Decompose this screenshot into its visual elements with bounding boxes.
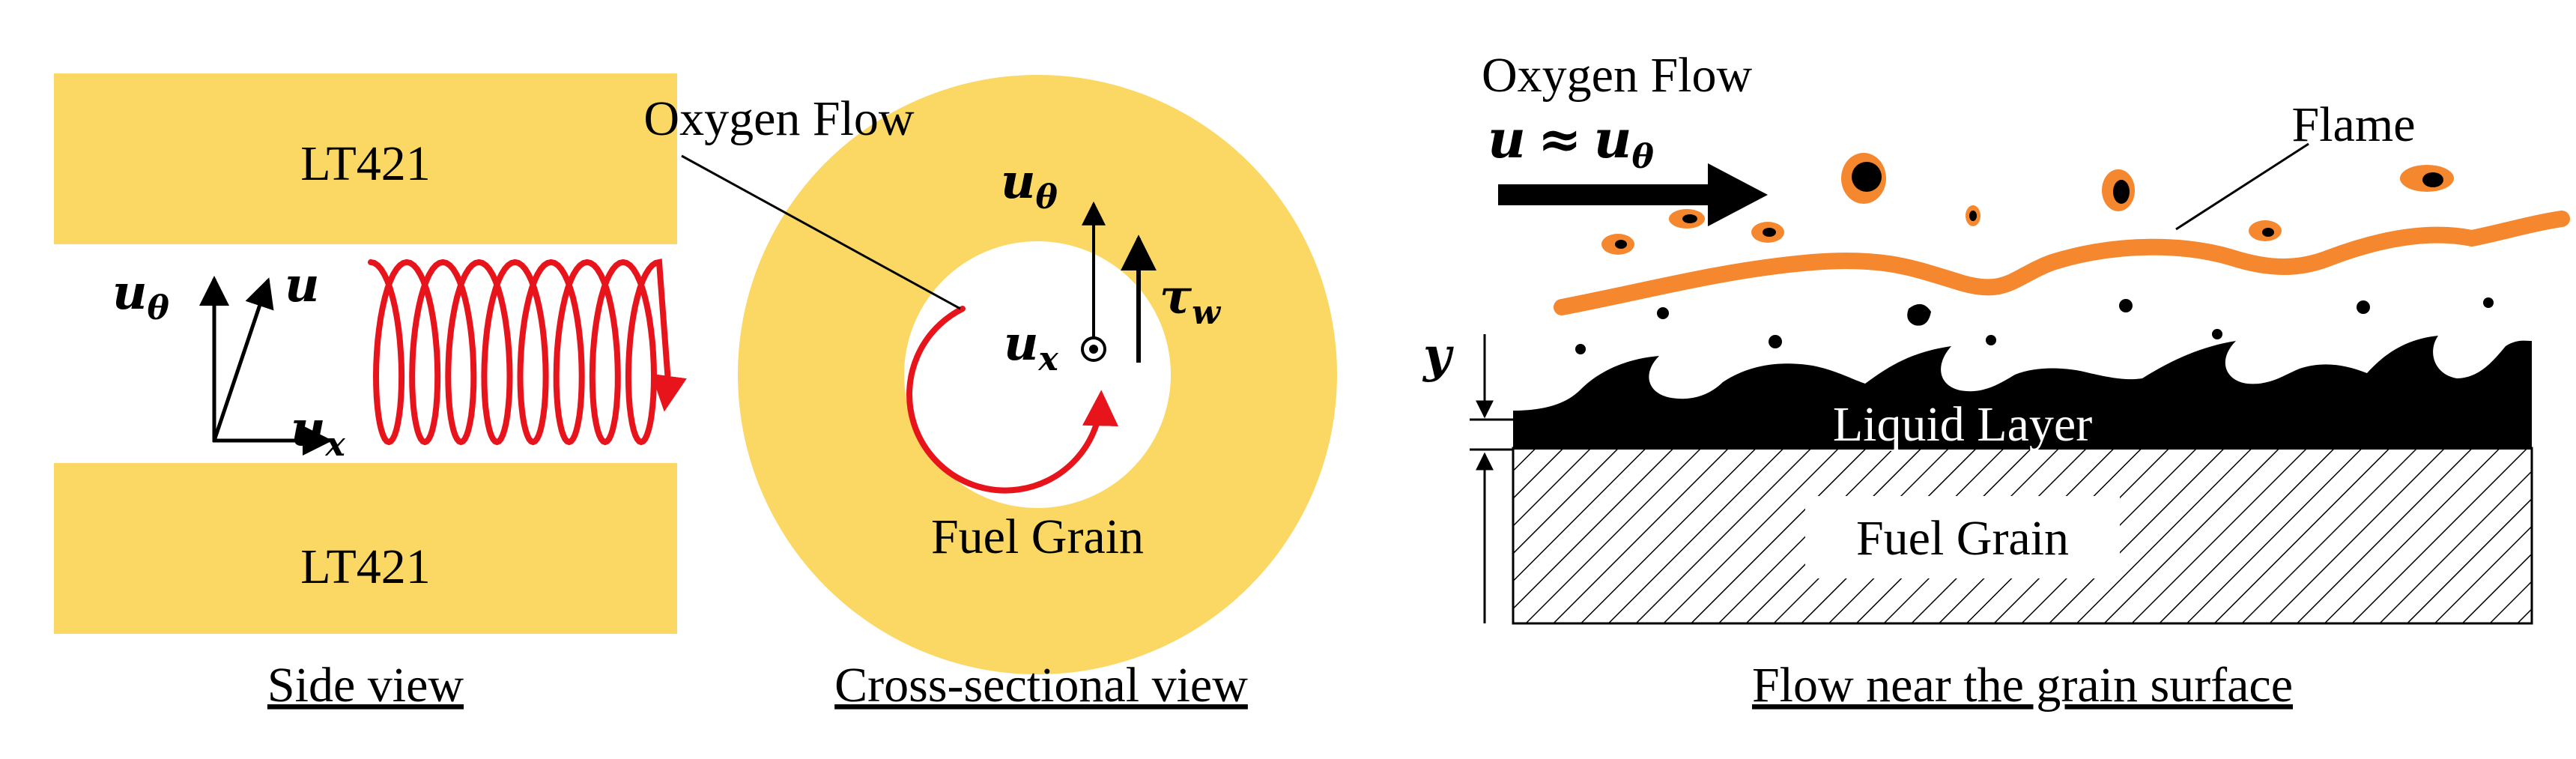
- lt421-top-label: LT421: [300, 136, 431, 191]
- flame-label: Flame: [2292, 97, 2416, 152]
- side-view-panel: LT421 LT421 uθ u ux Side view: [54, 73, 687, 713]
- cross-fuel-grain-label: Fuel Grain: [931, 509, 1144, 564]
- u-approx-u-theta: u≈uθ: [1488, 108, 1654, 176]
- cross-section-caption: Cross-sectional view: [834, 658, 1248, 713]
- black-droplets: [1575, 297, 2494, 354]
- surface-oxygen-flow-label: Oxygen Flow: [1482, 48, 1753, 103]
- u-x-out-of-page-dot: [1089, 345, 1098, 354]
- surface-flow-caption: Flow near the grain surface: [1752, 658, 2293, 713]
- port-bore: [904, 241, 1171, 508]
- swirl-helix: [368, 258, 687, 446]
- velocity-vectors: [199, 276, 333, 456]
- cross-u-theta-symbol: uθ: [1001, 154, 1058, 217]
- flame-leader: [2175, 142, 2309, 231]
- lt421-bottom-label: LT421: [300, 539, 431, 594]
- lt421-top-block: [54, 73, 677, 244]
- flame-front: [1554, 211, 2570, 315]
- fuel-grain-label-box: [1805, 496, 2120, 578]
- cross-section-panel: Oxygen Flow uθ τw ux Fuel Grain Cross-se…: [643, 75, 1337, 713]
- liquid-layer: [1513, 336, 2532, 450]
- lt421-bottom-block: [54, 463, 677, 634]
- burning-droplets: [1601, 153, 2454, 255]
- cross-oxygen-flow-label: Oxygen Flow: [643, 91, 915, 146]
- u-symbol: u: [285, 257, 320, 313]
- u-x-symbol: ux: [291, 401, 346, 464]
- surface-fuel-grain-label: Fuel Grain: [1856, 511, 2069, 566]
- surface-flow-panel: Fuel Grain Liquid Layer Flame: [1422, 48, 2570, 713]
- oxygen-flow-arrowhead: [1708, 163, 1768, 226]
- cross-u-x-symbol: ux: [1004, 315, 1059, 378]
- y-symbol: y: [1422, 327, 1454, 384]
- u-theta-symbol: uθ: [112, 264, 170, 327]
- side-view-caption: Side view: [267, 658, 464, 713]
- swirl-arc-arrow: [906, 306, 1118, 494]
- tau-w-symbol: τw: [1160, 269, 1222, 332]
- liquid-layer-label: Liquid Layer: [1833, 397, 2092, 452]
- u-resultant-vector: [212, 277, 274, 441]
- oxygen-flow-leader: [681, 154, 961, 310]
